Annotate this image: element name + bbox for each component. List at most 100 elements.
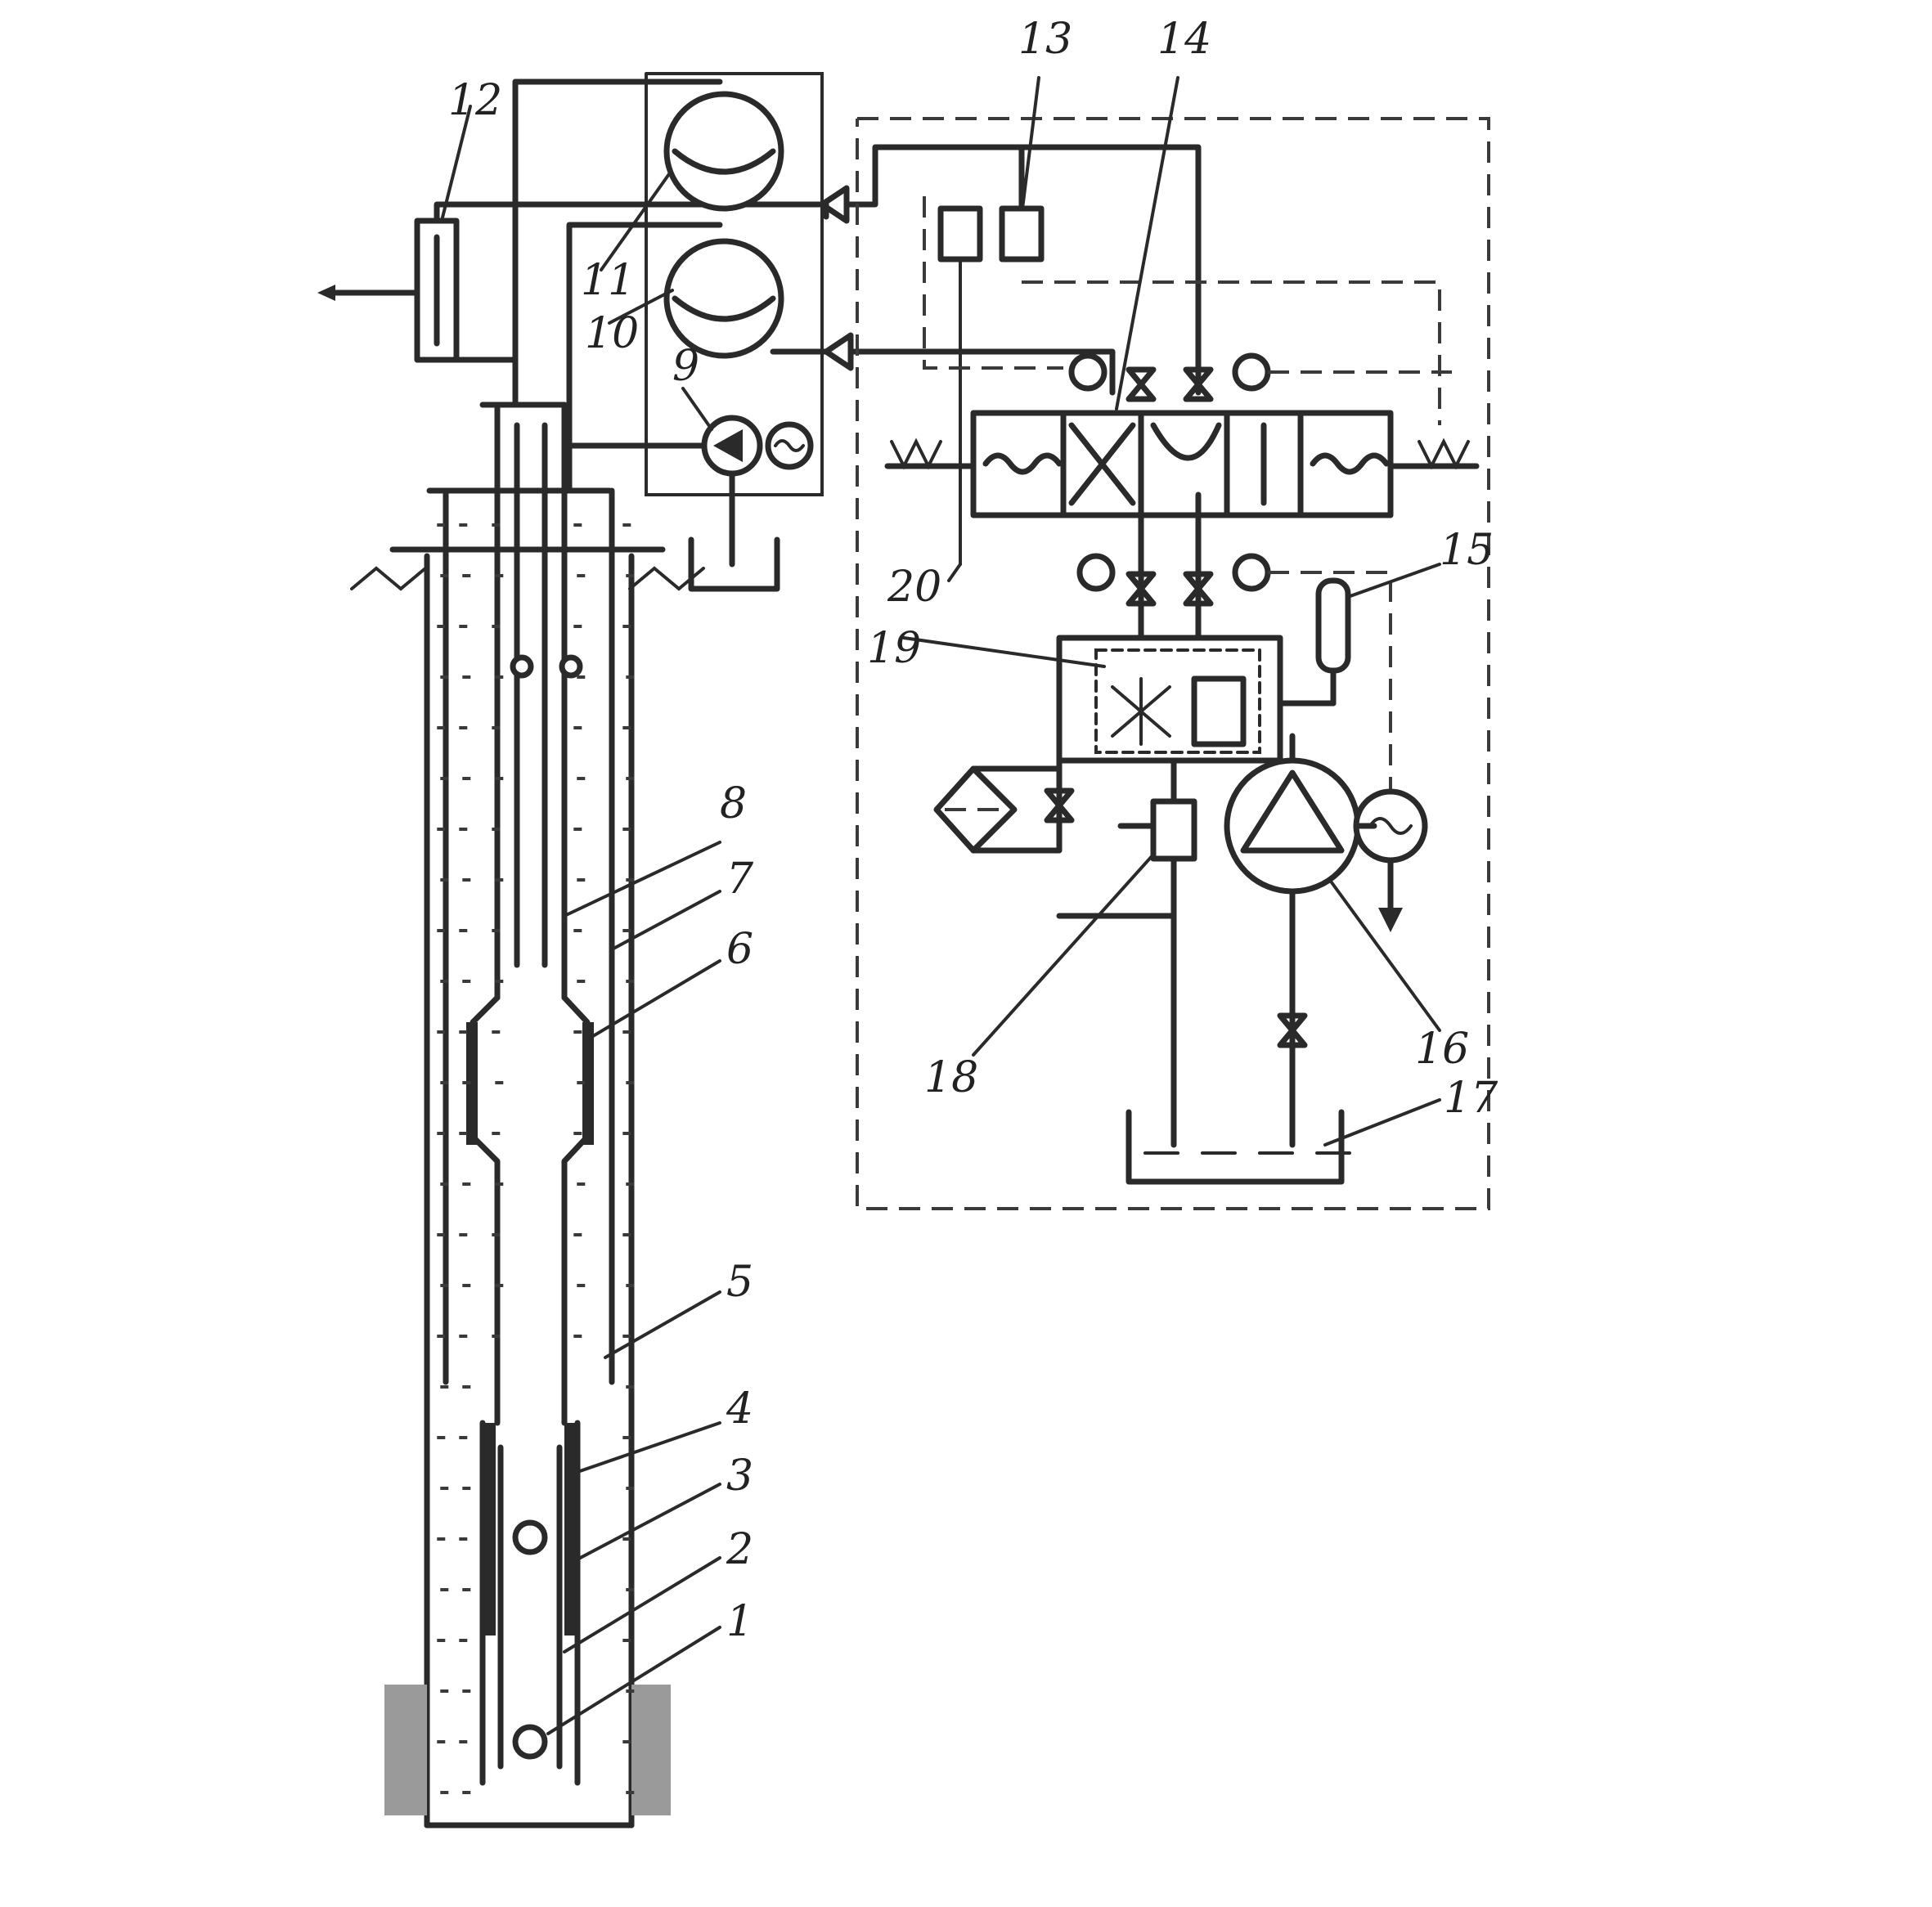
tubing-gauge-left [510, 654, 534, 679]
fluid-mark [622, 523, 631, 527]
fluid-mark [462, 1588, 471, 1591]
callout-labels: 1 2 3 4 5 6 7 8 9 10 11 12 13 14 15 16 1… [448, 15, 1498, 1646]
fluid-mark [440, 1284, 449, 1287]
relief-valve-19 [1191, 675, 1247, 747]
fluid-mark [626, 1081, 635, 1084]
fluid-mark [437, 1537, 446, 1541]
packer-seal-right [582, 1022, 594, 1145]
valve-lower [823, 332, 854, 371]
fluid-mark [440, 1385, 449, 1389]
fluid-mark [437, 1639, 446, 1642]
fluid-mark [573, 625, 582, 628]
fluid-mark [626, 1689, 635, 1693]
fluid-mark [577, 675, 586, 679]
barrel-seal-right [564, 1423, 579, 1636]
label-17: 17 [1444, 1074, 1498, 1123]
barrel-seal-left [481, 1423, 496, 1636]
standing-valve-ball [512, 1724, 548, 1760]
fluid-mark [626, 1182, 635, 1186]
fluid-mark [440, 777, 449, 780]
fluid-mark [622, 726, 631, 729]
label-13: 13 [1018, 15, 1072, 64]
fluid-mark [462, 1182, 471, 1186]
fluid-mark [573, 929, 582, 932]
valve-14b [1183, 366, 1214, 402]
fluid-mark [459, 523, 468, 527]
fluid-mark [437, 523, 446, 527]
fluid-mark [459, 1030, 468, 1034]
fluid-mark [622, 929, 631, 932]
accumulator-10 [663, 238, 784, 359]
controller-13 [999, 205, 1045, 262]
fluid-mark [577, 878, 586, 882]
packer-seal-left [466, 1022, 478, 1145]
label-5: 5 [726, 1258, 753, 1307]
fluid-mark [622, 1639, 631, 1642]
fluid-mark [459, 1335, 468, 1338]
fluid-mark [622, 1740, 631, 1743]
tubing-gauge-right [559, 654, 583, 679]
fluid-mark [492, 1132, 501, 1135]
fluid-mark [459, 828, 468, 831]
label-19: 19 [867, 624, 921, 673]
fluid-mark [440, 1081, 449, 1084]
fluid-mark [440, 574, 449, 577]
fluid-mark [495, 574, 504, 577]
fluid-mark [440, 1689, 449, 1693]
fluid-mark [437, 828, 446, 831]
traveling-valve-ball [512, 1519, 548, 1555]
fluid-mark [462, 1081, 471, 1084]
rock-formation-left [384, 1685, 427, 1815]
fluid-mark [577, 574, 586, 577]
fluid-mark [626, 1284, 635, 1287]
fluid-mark [492, 929, 501, 932]
fluid-mark [577, 777, 586, 780]
fluid-mark [437, 1436, 446, 1439]
fluid-mark [440, 1588, 449, 1591]
fluid-mark [440, 1182, 449, 1186]
label-14: 14 [1157, 15, 1211, 64]
fluid-mark [626, 1588, 635, 1591]
label-9: 9 [672, 342, 699, 391]
fluid-mark [459, 1436, 468, 1439]
fluid-mark [626, 980, 635, 983]
fluid-mark [459, 1132, 468, 1135]
label-12: 12 [448, 76, 502, 125]
label-3: 3 [726, 1452, 753, 1501]
fluid-mark [573, 1132, 582, 1135]
label-7: 7 [726, 855, 754, 904]
fluid-mark [622, 828, 631, 831]
fluid-mark [626, 574, 635, 577]
fluid-mark [459, 1740, 468, 1743]
outlet-arrow [317, 285, 335, 301]
fluid-mark [622, 1030, 631, 1034]
surface-equipment [317, 72, 1490, 1210]
fluid-mark [459, 1537, 468, 1541]
fluid-mark [462, 1284, 471, 1287]
fluid-mark [440, 980, 449, 983]
fluid-mark [492, 1335, 501, 1338]
label-11: 11 [581, 256, 635, 305]
fluid-mark [440, 878, 449, 882]
fluid-mark [462, 1689, 471, 1693]
fluid-mark [440, 675, 449, 679]
fluid-mark [462, 980, 471, 983]
gauge-right-top [1232, 352, 1271, 392]
fluid-mark [577, 1182, 586, 1186]
fluid-mark [459, 1639, 468, 1642]
label-8: 8 [720, 779, 747, 828]
label-16: 16 [1415, 1025, 1469, 1074]
fluid-mark [492, 523, 501, 527]
fluid-mark [622, 1436, 631, 1439]
fluid-mark [495, 980, 504, 983]
fluid-mark [459, 625, 468, 628]
fluid-mark [495, 777, 504, 780]
fluid-mark [437, 929, 446, 932]
fluid-mark [459, 1233, 468, 1236]
fluid-mark [437, 1335, 446, 1338]
label-2: 2 [726, 1525, 753, 1574]
main-pump-16 [1224, 757, 1361, 895]
fluid-mark [573, 828, 582, 831]
fluid-mark [626, 878, 635, 882]
fluid-mark [462, 574, 471, 577]
